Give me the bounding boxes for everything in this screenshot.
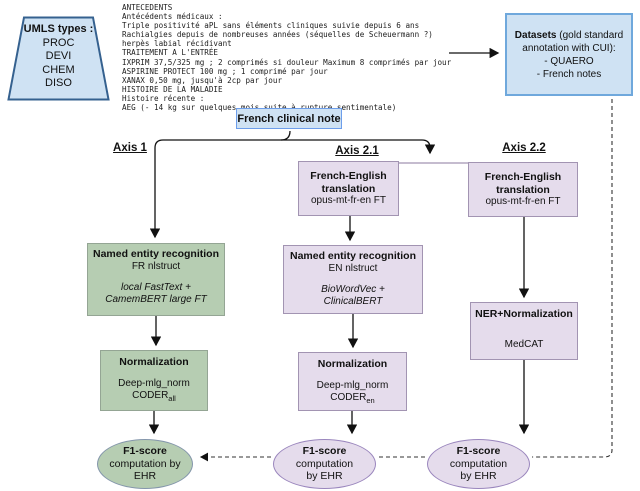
umls-type: DISO — [45, 77, 72, 89]
ner-model: BioWordVec + — [321, 283, 385, 295]
arrow-note-to-ner-fr — [149, 130, 291, 239]
f1-sublabel: by EHR — [460, 470, 497, 483]
ner-framework: EN nlstruct — [328, 262, 378, 274]
ner-title: Named entity recognition — [289, 250, 416, 262]
clinical-text-line: herpès labial récidivant — [122, 39, 232, 49]
f1-sublabel: computation by EHR — [109, 457, 181, 483]
coder-label: CODER — [330, 391, 367, 403]
normalization-model: Deep-mlg_norm — [316, 379, 389, 391]
clinical-text-line: Rachialgies depuis de nombreuses années … — [122, 30, 433, 40]
ner-fr-box: Named entity recognition FR nlstruct loc… — [87, 243, 225, 316]
coder-subscript: en — [366, 395, 375, 405]
normalization-title: Normalization — [317, 358, 388, 370]
dataset-item: - QUAERO — [544, 55, 594, 67]
f1-bold: F1-score — [456, 445, 501, 458]
medcat-box: NER+Normalization MedCAT — [470, 302, 578, 360]
normalization-title: Normalization — [119, 356, 189, 368]
datasets-description: Datasets (gold standard annotation with … — [511, 29, 627, 55]
f1-score-ellipse-axis22: F1-score computation by EHR — [427, 439, 530, 489]
medcat-title: NER+Normalization — [475, 308, 573, 320]
f1-rest: computation — [295, 457, 354, 470]
datasets-title: Datasets — [514, 29, 557, 41]
translation-title: French-English — [484, 171, 562, 183]
translation-box-axis21: French-English translation opus-mt-fr-en… — [298, 161, 399, 216]
clinical-text-line: XANAX 0,50 mg, jusqu'à 2cp par jour — [122, 75, 283, 85]
normalization-model: Deep-mlg_norm — [118, 377, 190, 389]
normalization-coder: CODERen — [330, 392, 374, 407]
ner-framework: FR nlstruct — [131, 260, 181, 272]
normalization-en-box: Normalization Deep-mlg_norm CODERen — [298, 352, 407, 411]
translation-title: translation — [496, 183, 550, 196]
umls-title: UMLS types : — [23, 23, 94, 35]
ner-title: Named entity recognition — [92, 248, 219, 260]
medcat-model: MedCAT — [504, 339, 544, 350]
axis1-heading: Axis 1 — [113, 142, 147, 154]
clinical-text-line: ASPIRINE PROTECT 100 mg ; 1 comprimé par… — [122, 66, 328, 76]
datasets-subtitle: (gold standard annotation with CUI): — [522, 29, 624, 54]
f1-bold: F1-score — [302, 445, 347, 458]
ner-model: ClinicalBERT — [323, 295, 383, 307]
clinical-text-line: Triple positivité aPL sans éléments clin… — [122, 21, 420, 31]
ner-en-box: Named entity recognition EN nlstruct Bio… — [283, 245, 423, 314]
coder-label: CODER — [132, 389, 169, 401]
f1-label: F1-score — [123, 445, 167, 458]
f1-sublabel: by EHR — [306, 470, 343, 483]
trapezoid-shape-icon — [7, 16, 110, 101]
normalization-fr-box: Normalization Deep-mlg_norm CODERall — [100, 350, 208, 411]
dataset-item: - French notes — [536, 68, 602, 80]
clinical-note-text: ANTECEDENTS Antécédents médicaux : Tripl… — [122, 3, 451, 112]
umls-type: DEVI — [45, 50, 72, 62]
f1-score-ellipse-axis1: F1-score computation by EHR — [97, 439, 193, 489]
translation-title: translation — [321, 182, 376, 195]
coder-subscript: all — [168, 393, 176, 403]
umls-type: CHEM — [42, 63, 75, 76]
f1-score-ellipse-axis21: F1-score computation by EHR — [273, 439, 376, 489]
umls-types-content: UMLS types : PROC DEVI CHEM DISO — [7, 23, 110, 91]
clinical-text-line: IXPRIM 37,5/325 mg ; 2 comprimés si doul… — [122, 57, 452, 67]
translation-model: opus-mt-fr-en FT — [310, 195, 386, 206]
clinical-text-line: Antécédents médicaux : — [122, 12, 223, 22]
f1-rest: computation — [449, 457, 508, 470]
f1-label: F1-score computation — [274, 445, 375, 470]
translation-title: French-English — [310, 170, 387, 182]
clinical-text-line: ANTECEDENTS — [122, 3, 173, 12]
datasets-box: Datasets (gold standard annotation with … — [505, 13, 633, 96]
clinical-text-line: AEG (- 14 kg sur quelques mois suite à r… — [122, 103, 397, 113]
clinical-text-line: Histoire récente : — [122, 93, 205, 103]
f1-label: F1-score computation — [428, 445, 529, 470]
umls-types-trapezoid: UMLS types : PROC DEVI CHEM DISO — [7, 16, 110, 101]
french-clinical-note-box: French clinical note — [236, 108, 342, 129]
axis22-heading: Axis 2.2 — [502, 142, 546, 154]
clinical-text-line: HISTOIRE DE LA MALADIE — [122, 84, 223, 94]
umls-type: PROC — [42, 36, 75, 49]
normalization-coder: CODERall — [132, 390, 176, 405]
clinical-text-line: TRAITEMENT A L'ENTRÉE — [122, 48, 219, 58]
translation-model: opus-mt-fr-en FT — [485, 196, 561, 207]
ner-model: CamemBERT large FT — [105, 293, 207, 305]
translation-box-axis22: French-English translation opus-mt-fr-en… — [468, 162, 578, 217]
axis21-heading: Axis 2.1 — [335, 145, 379, 157]
ner-model: local FastText + — [121, 281, 191, 293]
